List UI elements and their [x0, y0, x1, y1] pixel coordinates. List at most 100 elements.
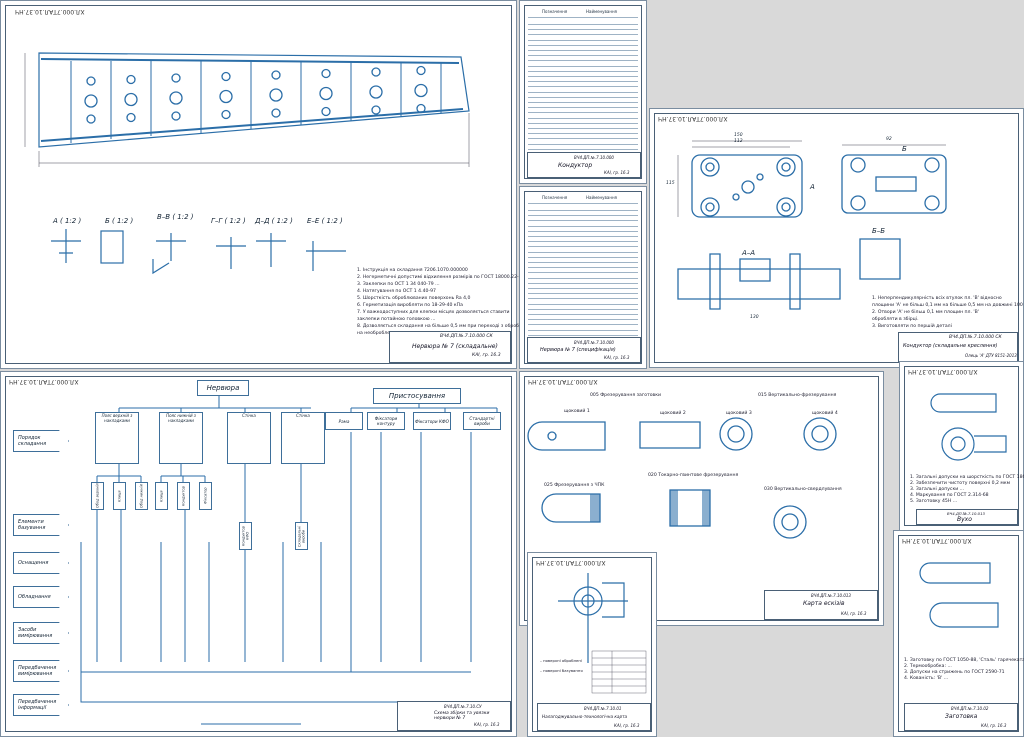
- drawing-title: Кондуктор: [558, 162, 593, 169]
- operation-label: 015 Вертикально-фрезерування: [758, 393, 837, 398]
- blank-drawing: [919, 562, 999, 628]
- dimension: 130: [750, 315, 759, 320]
- spec-row: [528, 257, 638, 263]
- sheet-setup-map[interactable]: ХЛ.000.7ТАЛ.10.37.НЧ – поверхні оброблен…: [527, 552, 657, 737]
- drawing-title: Нервюра № 7 (складальне): [412, 343, 498, 350]
- lug-drawing: [930, 393, 1007, 461]
- section-label: Б ( 1:2 ): [105, 217, 134, 225]
- lightening-hole: [371, 67, 381, 77]
- sub-item: Обод верхній: [91, 482, 104, 510]
- sheet-lug[interactable]: ХЛ.000.7ТАЛ.10.37.НЧ 1. Загальні допуски…: [899, 361, 1024, 531]
- legend-item: – поверхні оброблені: [540, 658, 582, 663]
- sub-item: Клиця: [155, 482, 168, 510]
- sheet-rib-assembly[interactable]: ХЛ.000.7ТАЛ.10.37.НЧ: [0, 0, 532, 369]
- drawing-code: ВЧ4.ДП.№.7.10.02: [951, 706, 989, 711]
- note-line: 4. Кованість: 'В' ...: [904, 676, 949, 681]
- group-label: КАІ, гр. 16.3: [841, 611, 867, 616]
- schema-lines: [80, 396, 501, 725]
- spec-row: [528, 29, 638, 36]
- sketch-drawings: [527, 417, 837, 539]
- lightening-hole: [221, 109, 231, 120]
- section-label: А: [810, 183, 815, 191]
- column-header: Найменування: [586, 9, 617, 14]
- note-line: 6. Герметизація виробляти по 18-29-40 кП…: [357, 303, 463, 308]
- spec-row: [528, 314, 638, 321]
- spec-row: [528, 45, 638, 51]
- lightening-hole: [124, 92, 138, 107]
- dimension: 150: [734, 133, 743, 138]
- section-label: Б: [902, 145, 907, 153]
- spec-row: [528, 293, 638, 300]
- fixture-item: Стандартні вироби: [463, 412, 501, 430]
- drawing-title: Нервюра № 7 (специфікація): [540, 347, 616, 353]
- lightening-hole: [221, 71, 231, 82]
- note-line: 5. Шорсткість оброблюваних поверхонь Ra …: [357, 296, 471, 301]
- lightening-hole: [319, 86, 333, 101]
- drawing-title: Карта ескізів: [803, 600, 845, 607]
- title-block: ВЧ4.ДП.№.7.10.000 Нервюра № 7 (специфіка…: [527, 337, 641, 363]
- sheet-frame: [524, 376, 879, 621]
- spec-row: [528, 309, 638, 315]
- lightening-hole: [126, 74, 136, 85]
- lightening-hole: [86, 76, 96, 86]
- note-line: 2. Забезпечити чистоту поверхні 0,2 мкм: [910, 481, 1011, 486]
- lightening-hole: [126, 112, 136, 123]
- spec-row: [528, 283, 638, 289]
- section-label: Г–Г ( 1:2 ): [211, 217, 246, 225]
- note-line: площини 'А' не більш 0,1 мм на більше 0,…: [872, 303, 1024, 308]
- spec-row: [528, 87, 638, 93]
- process-row: Обладнання: [13, 586, 69, 608]
- lightening-hole: [171, 111, 181, 121]
- spec-row: [528, 319, 638, 326]
- spec-row: [528, 247, 638, 253]
- note-line: 1. Неперпендикулярність всіх втулок пл. …: [872, 296, 1002, 301]
- part-group: Стінка: [281, 412, 325, 464]
- note-line: 1. Інструкція на складання 7206.1070.000…: [357, 268, 468, 273]
- section-label: Д–Д ( 1:2 ): [255, 217, 293, 225]
- sub-item: Кондуктор КФО: [239, 522, 252, 550]
- sheet-frame: [898, 535, 1019, 732]
- legend-item: – поверхні базування: [540, 668, 583, 673]
- drawing-code: ВЧ4.ДП.№.7.10.013: [947, 511, 985, 516]
- section-label: В–В ( 1:2 ): [157, 213, 194, 221]
- sheet-frame: [524, 5, 642, 179]
- note-line: 5. Заготовку 45Н ...: [910, 499, 958, 504]
- lightening-hole: [321, 68, 331, 79]
- note-line: 7. У важкодоступних для клепки місцях до…: [357, 310, 510, 315]
- sheet-fixture[interactable]: ХЛ.000.7ТАЛ.10.37.НЧ: [649, 108, 1024, 368]
- drawing-code: ВЧ4.ДП.№.7.10.000: [574, 340, 614, 345]
- sheet-sketch-map[interactable]: ХЛ.000.7ТАЛ.10.37.НЧ 005 Фрезерування за…: [519, 371, 884, 626]
- part-label: щоковий 3: [726, 411, 752, 416]
- spec-row: [528, 81, 638, 88]
- drawing-code: ВЧ4.ДП.№.7.10.000 СК: [440, 334, 493, 339]
- sheet-blank[interactable]: ХЛ.000.7ТАЛ.10.37.НЧ 1. Заготовку по ГОС…: [893, 530, 1024, 737]
- spec-row: [528, 325, 638, 331]
- part-label: щоковий 2: [660, 411, 686, 416]
- title-block: ВЧ4.ДП.№.7.10.013 Вухо: [916, 509, 1018, 525]
- drawing-code: ВЧ4.ДП.№.7.10.000: [574, 155, 614, 160]
- spec-row: [528, 252, 638, 258]
- drawing-title: Вухо: [957, 516, 972, 523]
- spec-row: [528, 55, 638, 62]
- lightening-hole: [269, 88, 283, 102]
- process-row: Передбачення інформації: [13, 694, 69, 716]
- column-header: Позначення: [542, 195, 568, 200]
- section-label: А ( 1:2 ): [53, 217, 82, 225]
- operation-label: 030 Вертикально-свердлування: [764, 487, 842, 492]
- note-line: 2. Отвори 'А' не більш 0,1 мм площин пл.…: [872, 310, 980, 315]
- lightening-hole: [416, 65, 426, 76]
- setup-drawing: [558, 573, 647, 694]
- fixture-item: Фіксатори КФО: [413, 412, 451, 430]
- spec-row: [528, 102, 638, 109]
- spec-row: [528, 118, 638, 124]
- sheet-assembly-schema[interactable]: ХЛ.000.7ТАЛ.10.37.НЧ Нервюра: [0, 371, 517, 737]
- note-line: 8. Дозволяється складання на більше 0,5 …: [357, 324, 532, 329]
- sub-item: Складальні вироби: [295, 522, 308, 550]
- spec-row: [528, 24, 638, 31]
- group-label: Олець 'А' ДТУ 8151-2013: [965, 353, 1017, 358]
